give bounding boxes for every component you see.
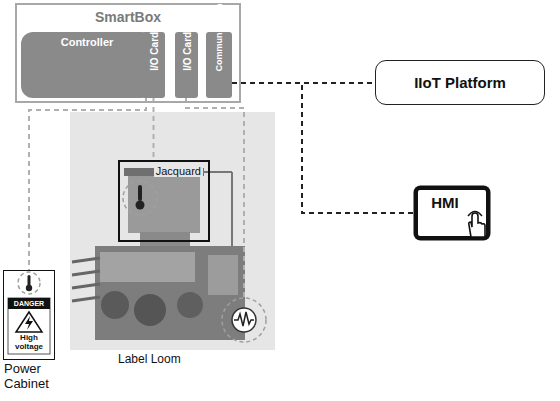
node-label: I/O Card	[148, 59, 159, 71]
controller-box: Controller	[21, 32, 153, 98]
jacquard-box: Jacquard	[118, 160, 210, 242]
io-card: I/O Card	[175, 32, 198, 98]
sensor-wire	[186, 98, 244, 298]
hmi-tablet: HMI	[413, 185, 491, 241]
system-box: SmartBoxControllerI/O Card I/O Card Commun…	[15, 3, 241, 103]
vibration-sensor	[222, 298, 266, 342]
node-label: Controller	[21, 36, 153, 48]
danger-sign	[8, 298, 50, 354]
platform-box: IIoT Platform	[375, 60, 545, 105]
node-label: I/O Card	[181, 59, 192, 71]
node-label: Communication	[214, 59, 224, 72]
node-label: Power Cabinet	[4, 361, 66, 391]
tablet-icon	[413, 185, 491, 241]
dashed-connector	[29, 98, 146, 270]
node-label: HMI	[419, 194, 471, 211]
temperature-sensor	[18, 272, 40, 294]
io-card: I/O Card	[142, 32, 165, 98]
loom-machine	[72, 168, 245, 340]
communication-card: Communication	[206, 32, 232, 98]
node-label: Jacquard	[154, 165, 203, 177]
warning-text: DANGER	[8, 298, 50, 309]
temperature-sensor	[123, 181, 157, 215]
dashed-connector	[153, 98, 155, 160]
node-label: IIoT Platform	[414, 74, 506, 91]
warning-text: High voltage	[9, 333, 49, 351]
node-label: SmartBox	[17, 9, 239, 25]
machine-label: Label Loom	[118, 352, 238, 366]
